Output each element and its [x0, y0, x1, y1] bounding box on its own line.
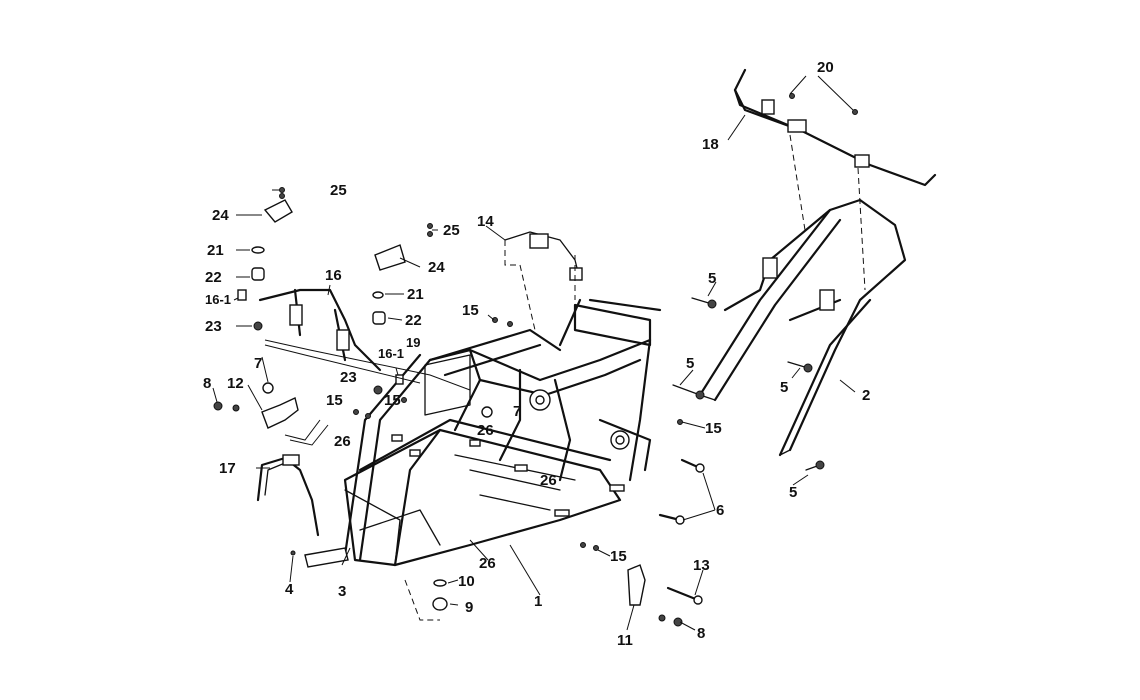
callout-10: 10: [458, 573, 475, 590]
callout-22-left: 22: [205, 269, 222, 286]
callout-leaders: [212, 75, 856, 631]
main-frame-drawing: [343, 298, 662, 567]
alignment-lines: [264, 134, 866, 621]
callout-22-right: 22: [405, 312, 422, 329]
callout-23-left: 23: [205, 318, 222, 335]
callout-21-right: 21: [407, 286, 424, 303]
rear-crossbar-drawing: [733, 68, 937, 187]
callout-labels: 1 2 3 4 5 5 5 5 6 7 7 8 8 9 10 11 12 13 …: [203, 59, 870, 649]
bracket-12-drawing: [261, 397, 299, 429]
callout-23-right: 23: [340, 369, 357, 386]
callout-9: 9: [465, 599, 473, 616]
callout-26-right: 26: [540, 472, 557, 489]
callout-11: 11: [617, 632, 633, 649]
callout-20: 20: [817, 59, 834, 76]
callout-15-top: 15: [462, 302, 479, 319]
bracket-16-drawing: [258, 288, 382, 372]
callout-5-lower: 5: [789, 484, 797, 501]
handle-17-drawing: [256, 454, 320, 537]
callout-8-right: 8: [697, 625, 705, 642]
callout-4: 4: [285, 581, 294, 598]
callout-5-middle: 5: [686, 355, 694, 372]
callout-25-left: 25: [330, 182, 347, 199]
callout-7-center: 7: [513, 403, 521, 420]
callout-26-center: 26: [477, 422, 494, 439]
callout-16: 16: [325, 267, 342, 284]
callout-16-1-left: 16-1: [205, 292, 231, 307]
callout-18: 18: [702, 136, 719, 153]
callout-21-left: 21: [207, 242, 224, 259]
callout-7-left: 7: [254, 355, 262, 372]
callout-15-bottom: 15: [610, 548, 627, 565]
callout-15-bracket: 15: [384, 392, 401, 409]
callout-15-right: 15: [705, 420, 722, 437]
callout-26-left: 26: [334, 433, 351, 450]
callout-5-right: 5: [780, 379, 788, 396]
callout-13: 13: [693, 557, 710, 574]
callout-16-1-right: 16-1: [378, 346, 404, 361]
callout-6: 6: [716, 502, 724, 519]
rear-subframe-drawing: [698, 198, 907, 457]
callout-2: 2: [862, 387, 870, 404]
callout-24-right: 24: [428, 259, 445, 276]
callout-8-left: 8: [203, 375, 211, 392]
callout-24-left: 24: [212, 207, 229, 224]
callout-1: 1: [534, 593, 542, 610]
callout-12: 12: [227, 375, 244, 392]
callout-17: 17: [219, 460, 236, 477]
callout-15-left: 15: [326, 392, 343, 409]
callout-25-right: 25: [443, 222, 460, 239]
callout-19: 19: [406, 335, 420, 350]
mounts-drawing: [263, 199, 583, 281]
callout-26-bottom: 26: [479, 555, 496, 572]
callout-5-upper: 5: [708, 270, 716, 287]
callout-14: 14: [477, 213, 494, 230]
hardware-drawing: [213, 93, 858, 627]
callout-3: 3: [338, 583, 346, 600]
